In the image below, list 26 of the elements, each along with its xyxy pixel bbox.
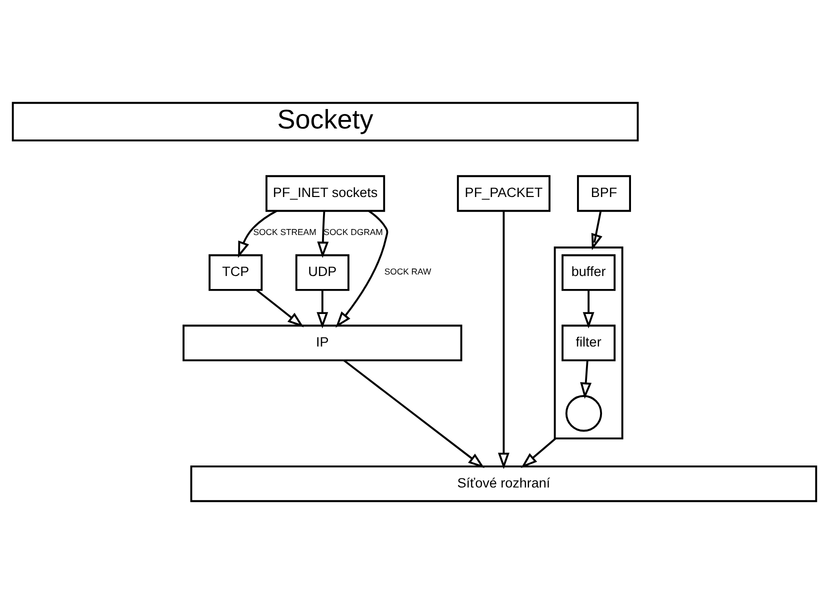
cluster [554,246,624,439]
node-box: UDP [295,254,350,290]
arrow [580,360,592,398]
arrow [256,288,304,327]
node-box: IP [182,324,462,361]
edge-label: SOCK DGRAM [324,226,383,237]
arrow [336,210,388,328]
edge-label: SOCK RAW [384,266,432,276]
node-box: BPF [577,174,631,212]
arrow [343,359,485,468]
arrow [520,437,556,468]
arrow [317,210,329,258]
edge-label: SOCK STREAM [253,226,316,237]
node-box: PF_INET sockets [266,174,386,212]
arrow [582,290,594,328]
node-circle [565,394,602,432]
node-box: PF_PACKET [456,174,550,212]
node-box: Sockety [12,101,639,141]
arrow [238,210,278,258]
node-box: filter [562,324,616,361]
arrow [316,290,328,328]
arrow [498,210,510,469]
node-box: Síťové rozhraní [190,464,818,502]
node-box: buffer [562,254,616,290]
node-box: TCP [208,254,263,290]
arrow [591,210,602,250]
